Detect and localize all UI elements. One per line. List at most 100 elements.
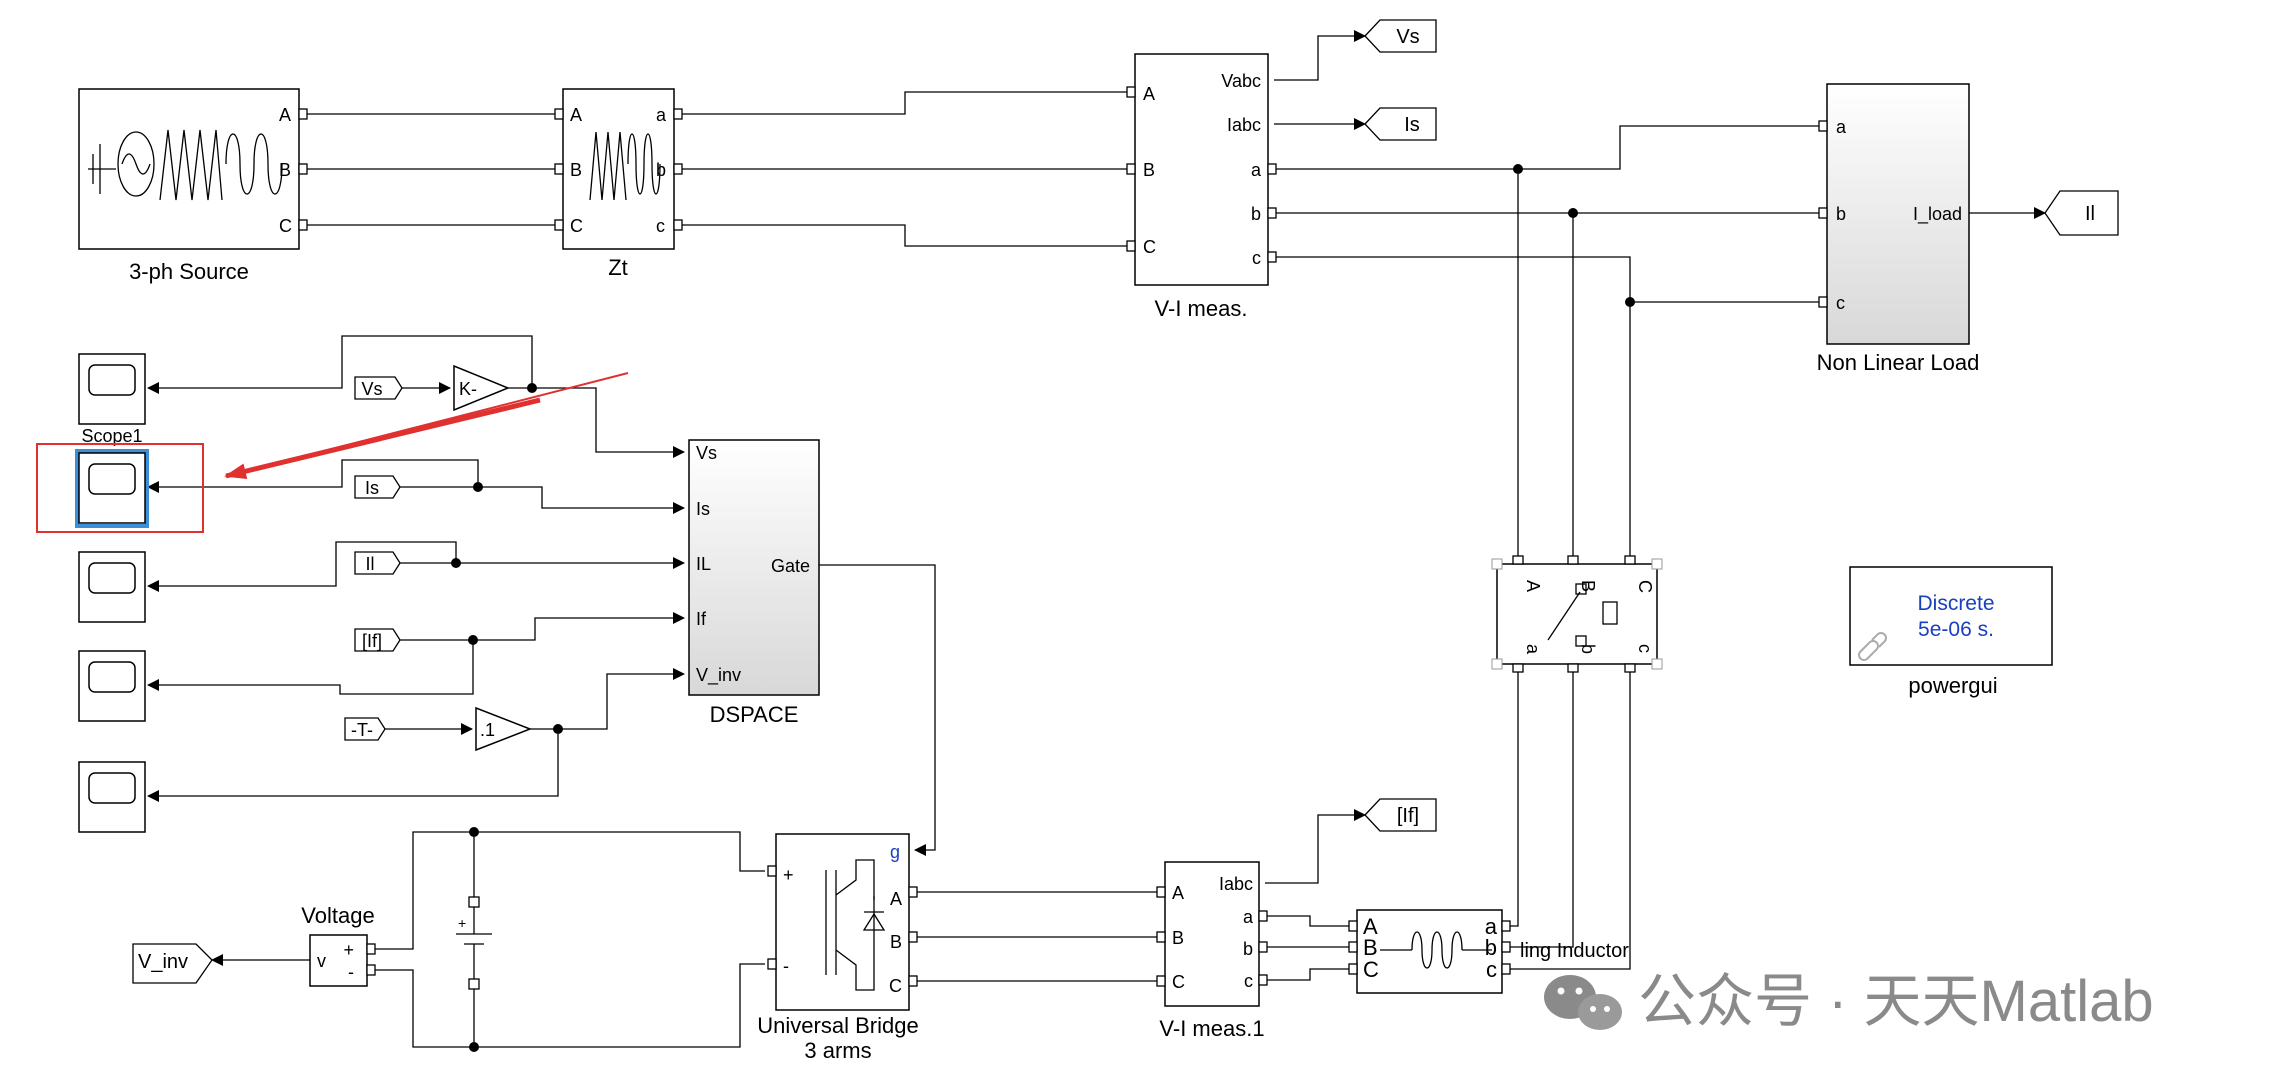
- red-annotation-arrow: [224, 372, 629, 480]
- goto-tag-il[interactable]: Il: [2044, 190, 2119, 236]
- inductor-block[interactable]: A B C a b c ling Inductor: [1348, 909, 1629, 994]
- source-caption: 3-ph Source: [129, 259, 249, 284]
- voltage-measurement-block[interactable]: v + - Voltage: [301, 903, 376, 987]
- vimeas-caption: V-I meas.: [1155, 296, 1248, 321]
- svg-text:+: +: [458, 915, 466, 931]
- universal-bridge-block[interactable]: + - g A B C Universal Bridge 3 arms: [757, 833, 919, 1063]
- transformer-port-c2-label: c: [1635, 644, 1655, 653]
- zt-port-b-out: b: [656, 160, 666, 180]
- goto-vinv-label: V_inv: [138, 951, 188, 973]
- dspace-port-is: Is: [696, 499, 710, 519]
- vimeas-port-vabc: Vabc: [1221, 71, 1261, 91]
- source-port-a-label: A: [279, 105, 291, 125]
- dspace-port-vinv: V_inv: [696, 665, 741, 686]
- vimeas1-port-b-out: b: [1243, 939, 1253, 959]
- inductor-port-b-in: B: [1363, 935, 1378, 960]
- non-linear-load-block[interactable]: a b c I_load Non Linear Load: [1817, 83, 1980, 375]
- watermark: 公众号 · 天天Matlab: [1544, 969, 2154, 1034]
- transformer-port-c-label: C: [1635, 580, 1655, 593]
- load-port-a: a: [1836, 117, 1847, 137]
- goto-vs-label: Vs: [1396, 26, 1419, 48]
- vi-meas-block[interactable]: A B C Vabc Iabc a b c V-I meas.: [1126, 53, 1277, 321]
- three-phase-source-block[interactable]: A B C 3-ph Source: [78, 88, 308, 284]
- dspace-port-vs: Vs: [696, 443, 717, 463]
- from-is-label: Is: [365, 478, 379, 498]
- goto-is-label: Is: [1404, 114, 1420, 136]
- zt-block[interactable]: A B C a b c Zt: [554, 88, 683, 280]
- voltage-port-plus: +: [343, 940, 354, 960]
- vimeas1-port-iabc: Iabc: [1219, 874, 1253, 894]
- goto-tag-if[interactable]: [If]: [1364, 798, 1437, 832]
- voltage-caption: Voltage: [301, 903, 374, 928]
- goto-tag-is[interactable]: Is: [1364, 107, 1437, 141]
- bridge-port-c: C: [889, 976, 902, 996]
- vimeas-port-c-in: C: [1143, 237, 1156, 257]
- watermark-text: 公众号 · 天天Matlab: [1638, 969, 2154, 1034]
- powergui-block[interactable]: Discrete 5e-06 s. powergui: [1849, 566, 2053, 698]
- wires: [147, 30, 2046, 1052]
- source-port-c-label: C: [279, 216, 292, 236]
- zt-port-c-out: c: [656, 216, 665, 236]
- gain-k-label: K-: [459, 379, 477, 399]
- scope1-caption: Scope1: [81, 426, 142, 446]
- wechat-icon: [1544, 975, 1622, 1030]
- impedance-icon: [589, 131, 661, 201]
- from-tag-il[interactable]: Il: [354, 551, 401, 575]
- vimeas1-port-c-out: c: [1244, 971, 1253, 991]
- goto-tag-vs[interactable]: Vs: [1364, 19, 1437, 53]
- vimeas-port-c-out: c: [1252, 248, 1261, 268]
- inductor-icon: [1380, 931, 1492, 969]
- bridge-caption-2: 3 arms: [804, 1038, 871, 1063]
- vimeas-port-a-in: A: [1143, 84, 1155, 104]
- gain-point1-block[interactable]: .1: [475, 706, 533, 752]
- vimeas1-port-a-in: A: [1172, 883, 1184, 903]
- transformer-port-a2-label: a: [1523, 644, 1543, 655]
- bridge-port-g: g: [890, 842, 900, 862]
- ac-source-icon: [88, 129, 283, 201]
- load-port-c: c: [1836, 293, 1845, 313]
- transformer-block[interactable]: A B C a b c: [1491, 555, 1663, 673]
- bridge-port-minus: -: [783, 956, 789, 976]
- breaker-icon: [1547, 583, 1618, 647]
- gain-k-block[interactable]: K-: [453, 364, 510, 412]
- link-icon: [1858, 632, 1887, 661]
- vimeas1-port-a-out: a: [1243, 907, 1254, 927]
- transformer-port-b-label: B: [1578, 580, 1598, 592]
- dspace-port-il: IL: [696, 554, 711, 574]
- scope-3[interactable]: [78, 551, 146, 623]
- vi-meas1-block[interactable]: A B C Iabc a b c V-I meas.1: [1156, 861, 1268, 1041]
- dspace-port-if: If: [696, 609, 707, 629]
- scope-5[interactable]: [78, 761, 146, 833]
- powergui-caption: powergui: [1908, 673, 1997, 698]
- from-tag-t[interactable]: -T-: [344, 717, 386, 741]
- source-port-b-label: B: [279, 160, 291, 180]
- dc-voltage-source[interactable]: +: [456, 896, 492, 990]
- transformer-port-a-label: A: [1523, 580, 1543, 592]
- inductor-port-b-out: b: [1485, 935, 1497, 960]
- scope-2-selected[interactable]: [36, 443, 204, 533]
- zt-port-a-out: a: [656, 105, 667, 125]
- zt-port-a-in: A: [570, 105, 582, 125]
- vimeas-port-b-in: B: [1143, 160, 1155, 180]
- from-tag-vs[interactable]: Vs: [354, 376, 403, 400]
- goto-if-label: [If]: [1397, 805, 1419, 827]
- goto-il-label: Il: [2085, 203, 2095, 225]
- load-port-iload: I_load: [1913, 204, 1962, 225]
- from-tag-is[interactable]: Is: [354, 475, 401, 499]
- vimeas-port-a-out: a: [1251, 160, 1262, 180]
- scope-1[interactable]: Scope1: [78, 353, 146, 446]
- inductor-port-c-in: C: [1363, 957, 1379, 982]
- goto-tag-vinv[interactable]: V_inv: [132, 943, 213, 984]
- from-tag-if[interactable]: [If]: [354, 628, 401, 652]
- zt-port-b-in: B: [570, 160, 582, 180]
- bridge-port-b: B: [890, 932, 902, 952]
- dspace-block[interactable]: Vs Is IL If V_inv Gate DSPACE: [688, 439, 820, 727]
- load-port-b: b: [1836, 204, 1846, 224]
- gain-point1-label: .1: [480, 720, 495, 740]
- from-if-label: [If]: [362, 631, 382, 651]
- scope-4[interactable]: [78, 650, 146, 722]
- vimeas1-port-b-in: B: [1172, 928, 1184, 948]
- inductor-port-a-out: a: [1485, 914, 1498, 939]
- inductor-port-a-in: A: [1363, 914, 1378, 939]
